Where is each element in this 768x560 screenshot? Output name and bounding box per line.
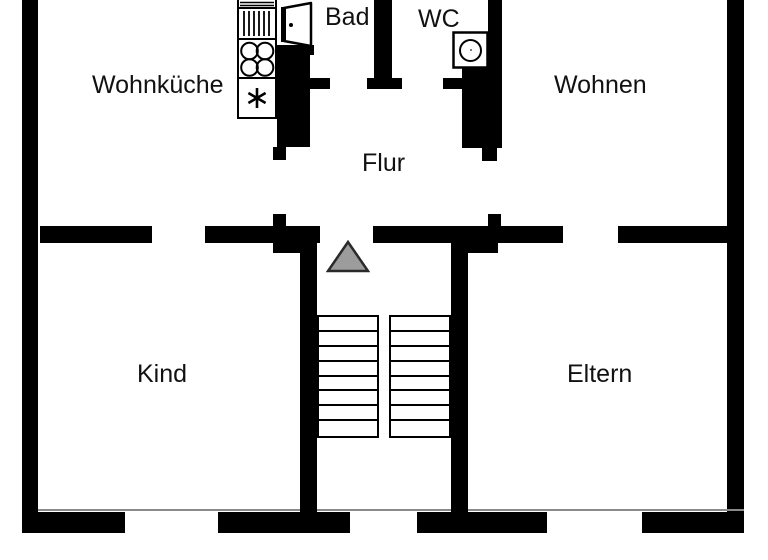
stair-tread xyxy=(319,346,377,362)
kitchen-unit-icon xyxy=(237,0,277,119)
room-label-bad: Bad xyxy=(325,3,370,31)
washbasin-icon xyxy=(452,31,489,69)
wall-bad-wc-foot xyxy=(367,78,402,89)
room-label-wohnen: Wohnen xyxy=(554,71,647,99)
wall-step-right xyxy=(468,243,498,253)
stair-tread xyxy=(319,421,377,436)
wall-wc-doorstub xyxy=(443,78,462,89)
stair-center-gap xyxy=(379,315,389,438)
wall-kitchen-block xyxy=(277,55,310,147)
stove-icon xyxy=(237,38,277,79)
wall-kitchen-lintel xyxy=(277,45,314,55)
wall-bad-wc-divider xyxy=(374,0,392,79)
stair-flight-left xyxy=(317,315,379,438)
stair-tread xyxy=(391,406,449,422)
wall-mid-center-right xyxy=(373,226,563,243)
asterisk-appliance-icon xyxy=(237,77,277,119)
wall-wc-block xyxy=(462,68,502,148)
room-label-flur: Flur xyxy=(362,149,406,177)
kitchen-counter-icon xyxy=(237,0,277,9)
wall-kitchen-tab xyxy=(273,147,286,160)
room-label-kind: Kind xyxy=(137,360,188,388)
window-stairwell xyxy=(350,512,417,533)
window-sill-line xyxy=(38,509,744,511)
stair-tread xyxy=(391,376,449,392)
wall-stair-left xyxy=(300,243,317,512)
room-label-wc: WC xyxy=(418,5,460,33)
stair-tread xyxy=(391,391,449,407)
entrance-arrow-icon xyxy=(325,239,371,273)
door-icon xyxy=(278,1,316,49)
window-kind xyxy=(125,512,218,533)
wall-mid-right xyxy=(618,226,727,243)
stair-flight-right xyxy=(389,315,451,438)
stair-tread xyxy=(319,361,377,377)
wall-kitchen-doorstub xyxy=(310,78,330,89)
room-label-wohnkueche: Wohnküche xyxy=(92,71,224,99)
stair-tread xyxy=(391,331,449,347)
wall-outer-right xyxy=(727,0,744,533)
stair-tread xyxy=(391,317,449,332)
room-label-eltern: Eltern xyxy=(567,360,633,388)
stair-tread xyxy=(391,421,449,436)
wall-wc-right xyxy=(488,0,502,69)
wall-step-left xyxy=(273,243,300,253)
stair-tread xyxy=(319,317,377,332)
stair-tread xyxy=(391,361,449,377)
stair-tread xyxy=(319,376,377,392)
wall-stair-right xyxy=(451,243,468,512)
wall-mid-left xyxy=(40,226,152,243)
wall-mid-center-left xyxy=(205,226,320,243)
wall-stub-left xyxy=(273,214,286,226)
window-eltern xyxy=(547,512,642,533)
staircase xyxy=(317,315,451,438)
sink-drainer-icon xyxy=(237,7,277,40)
wall-wc-tab xyxy=(482,148,497,161)
stair-tread xyxy=(391,346,449,362)
stair-tread xyxy=(319,331,377,347)
stair-tread xyxy=(319,391,377,407)
wall-stub-right xyxy=(488,214,501,226)
wall-outer-left xyxy=(22,0,38,533)
stair-tread xyxy=(319,406,377,422)
